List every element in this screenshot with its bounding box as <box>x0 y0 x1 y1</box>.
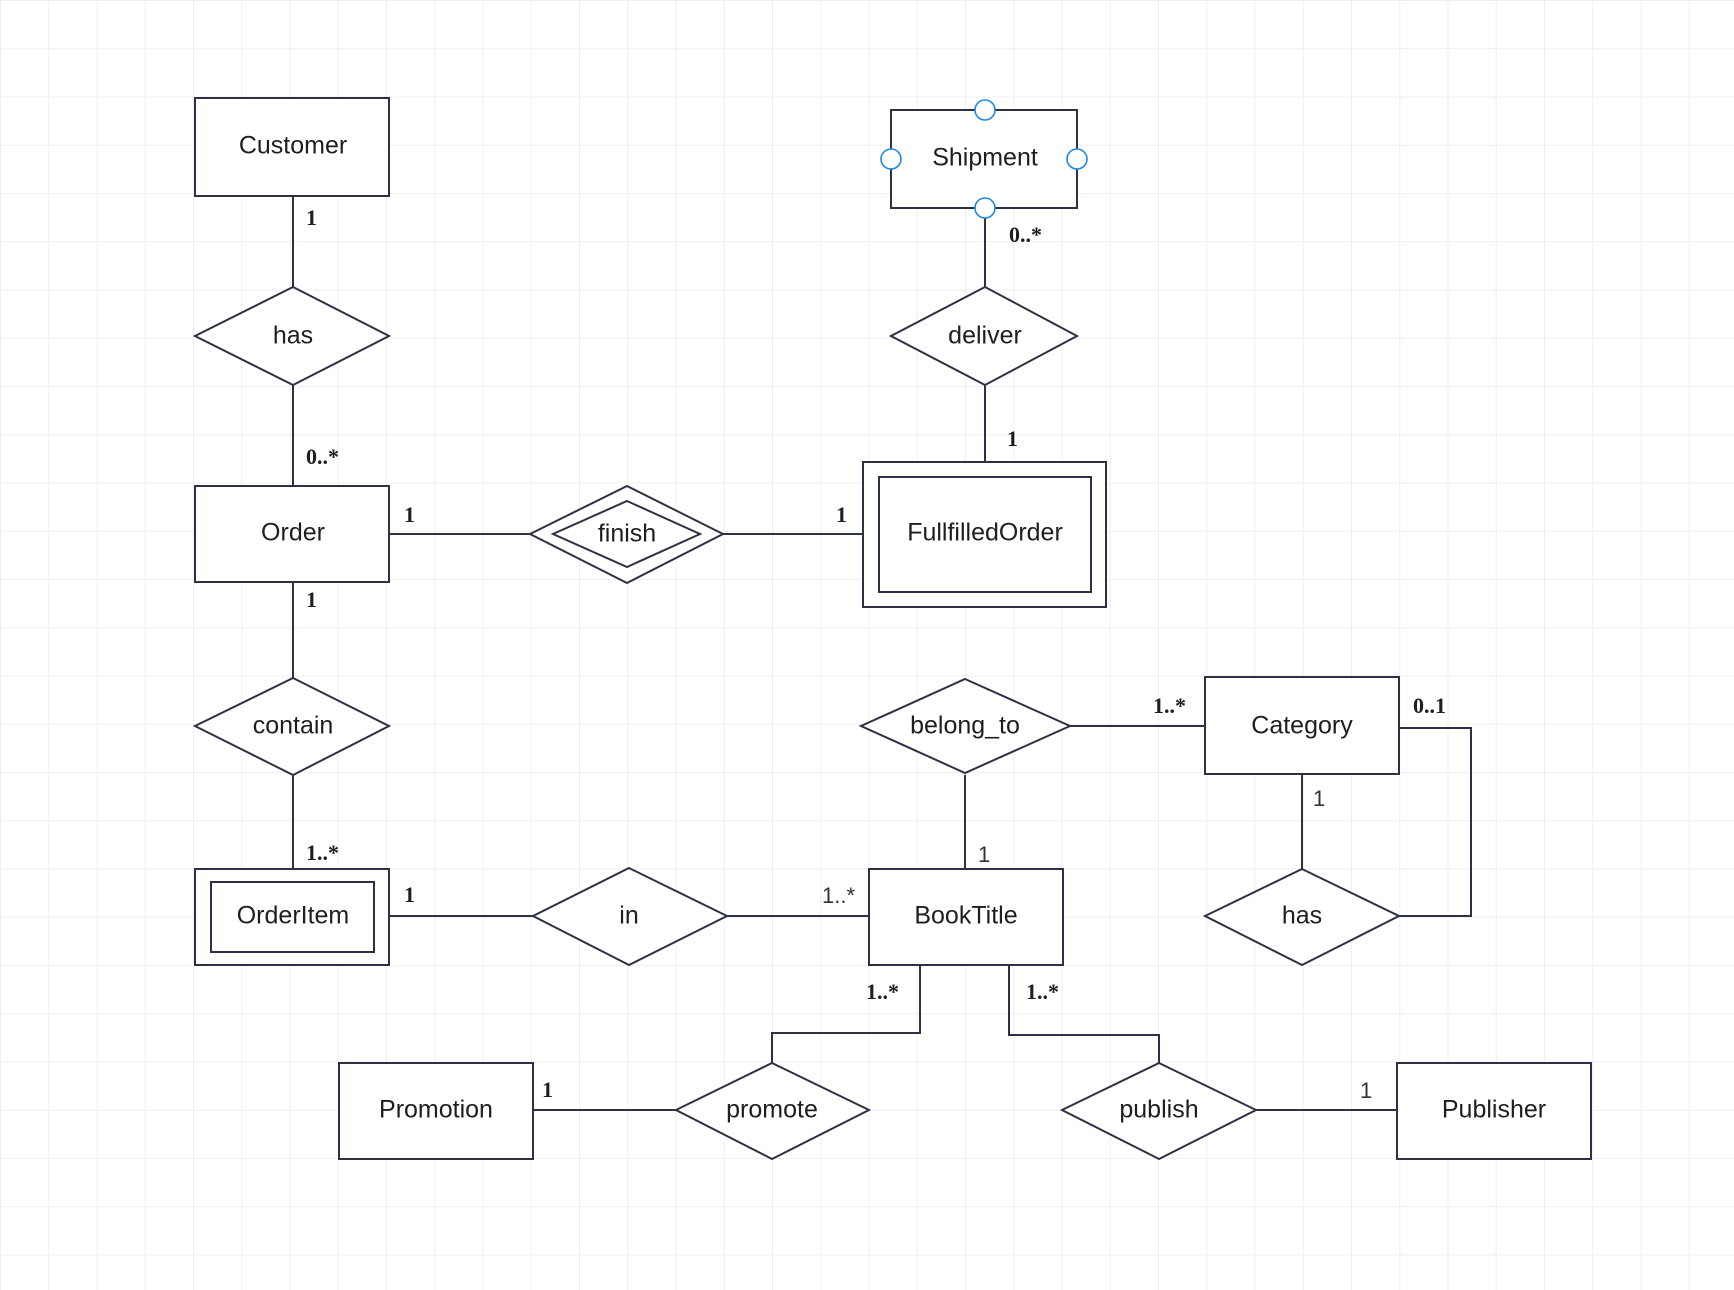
entity-customer-label: Customer <box>239 132 347 160</box>
line-booktitle-publish[interactable] <box>1008 964 1160 1063</box>
connectors <box>292 196 1472 1111</box>
relationship-finish-label: finish <box>598 520 656 548</box>
cardinality-publisher-publish: 1 <box>1360 1078 1372 1103</box>
entity-fulfilled-order-label: FullfilledOrder <box>907 519 1063 547</box>
relationship-deliver-label: deliver <box>948 322 1022 350</box>
line-booktitle-promote[interactable] <box>771 964 921 1063</box>
relationship-belong-to[interactable]: belong_to <box>858 677 1073 775</box>
entity-category[interactable]: Category <box>1204 676 1400 775</box>
entity-order-label: Order <box>261 519 325 547</box>
cardinality-order-contain: 1 <box>306 587 317 612</box>
cardinality-fulfilled-finish: 1 <box>836 502 847 527</box>
relationship-has-category-label: has <box>1282 902 1322 930</box>
relationship-has-customer-order[interactable]: has <box>192 285 392 387</box>
entity-publisher[interactable]: Publisher <box>1396 1062 1592 1160</box>
relationship-publish-label: publish <box>1119 1096 1198 1124</box>
entity-book-title-label: BookTitle <box>914 902 1017 930</box>
entity-publisher-label: Publisher <box>1442 1096 1546 1124</box>
relationship-promote[interactable]: promote <box>673 1061 872 1161</box>
cardinality-fulfilled-deliver: 1 <box>1007 426 1018 451</box>
cardinality-booktitle-belong: 1 <box>978 842 990 867</box>
cardinality-category-self-top: 0..1 <box>1413 693 1446 718</box>
cardinality-order-finish: 1 <box>404 502 415 527</box>
entity-order-item[interactable]: OrderItem <box>194 868 390 966</box>
relationship-belong-to-label: belong_to <box>910 712 1020 740</box>
entity-order-item-label: OrderItem <box>237 902 350 930</box>
relationship-promote-label: promote <box>726 1096 818 1124</box>
line-category-self-loop[interactable] <box>1399 727 1472 917</box>
entity-book-title[interactable]: BookTitle <box>868 868 1064 966</box>
entity-promotion[interactable]: Promotion <box>338 1062 534 1160</box>
cardinality-category-belong: 1..* <box>1153 693 1186 718</box>
cardinality-category-self-bottom: 1 <box>1313 786 1325 811</box>
cardinality-promotion-promote: 1 <box>542 1077 553 1102</box>
relationship-contain[interactable]: contain <box>192 676 392 777</box>
selection-handle-left[interactable] <box>880 148 902 170</box>
relationship-in-label: in <box>619 902 638 930</box>
selection-handle-right[interactable] <box>1066 148 1088 170</box>
cardinality-orderitem-in: 1 <box>404 882 415 907</box>
entity-shipment[interactable]: Shipment <box>880 99 1088 219</box>
entity-fulfilled-order[interactable]: FullfilledOrder <box>862 461 1107 608</box>
cardinality-orderitem-contain: 1..* <box>306 840 339 865</box>
relationship-finish[interactable]: finish <box>527 484 726 585</box>
relationship-in[interactable]: in <box>530 866 730 967</box>
entity-customer[interactable]: Customer <box>194 97 390 197</box>
entity-category-label: Category <box>1251 712 1353 740</box>
selection-handle-bottom[interactable] <box>974 197 996 219</box>
cardinality-booktitle-publish: 1..* <box>1026 979 1059 1004</box>
cardinality-shipment-deliver: 0..* <box>1009 222 1042 247</box>
relationship-deliver[interactable]: deliver <box>888 285 1080 387</box>
cardinality-labels: 1 0..* 0..* 1 1 1 1 1..* 1 1..* 1..* 1 0… <box>306 205 1446 1103</box>
cardinality-booktitle-in: 1..* <box>822 883 855 908</box>
relationship-contain-label: contain <box>253 712 334 740</box>
cardinality-customer-has: 1 <box>306 205 317 230</box>
relationship-publish[interactable]: publish <box>1059 1061 1259 1161</box>
entity-shipment-label: Shipment <box>932 144 1038 172</box>
entity-order[interactable]: Order <box>194 485 390 583</box>
relationship-has-category[interactable]: has <box>1202 867 1402 967</box>
selection-handle-top[interactable] <box>974 99 996 121</box>
cardinality-order-has: 0..* <box>306 444 339 469</box>
cardinality-booktitle-promote: 1..* <box>866 979 899 1004</box>
entity-promotion-label: Promotion <box>379 1096 493 1124</box>
relationship-has-label: has <box>273 322 313 350</box>
